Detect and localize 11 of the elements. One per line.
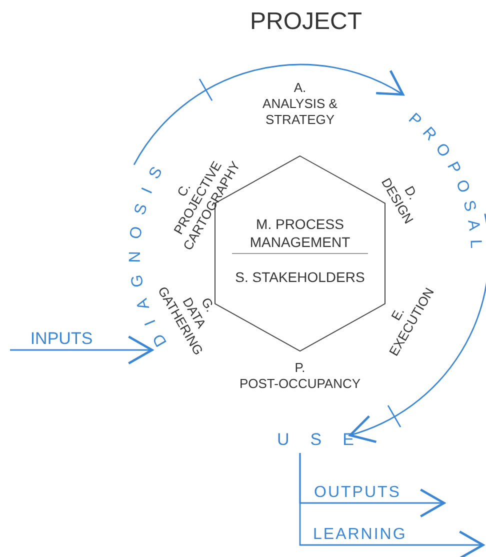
- stage-label: USE: [256, 428, 356, 452]
- arrow: [10, 336, 154, 364]
- arrow: [349, 214, 486, 442]
- phase-label: A. ANALYSIS & STRATEGY: [262, 80, 338, 128]
- arrow: [299, 453, 484, 557]
- hexagon-heading: M. PROCESS MANAGEMENT: [248, 215, 352, 251]
- input-label: INPUTS: [10, 327, 113, 350]
- phase-label: P. POST-OCCUPANCY: [238, 360, 362, 392]
- hexagon-subheading: S. STAKEHOLDERS: [234, 268, 366, 286]
- diagram-title: PROJECT: [249, 8, 364, 36]
- arrow: [133, 64, 404, 166]
